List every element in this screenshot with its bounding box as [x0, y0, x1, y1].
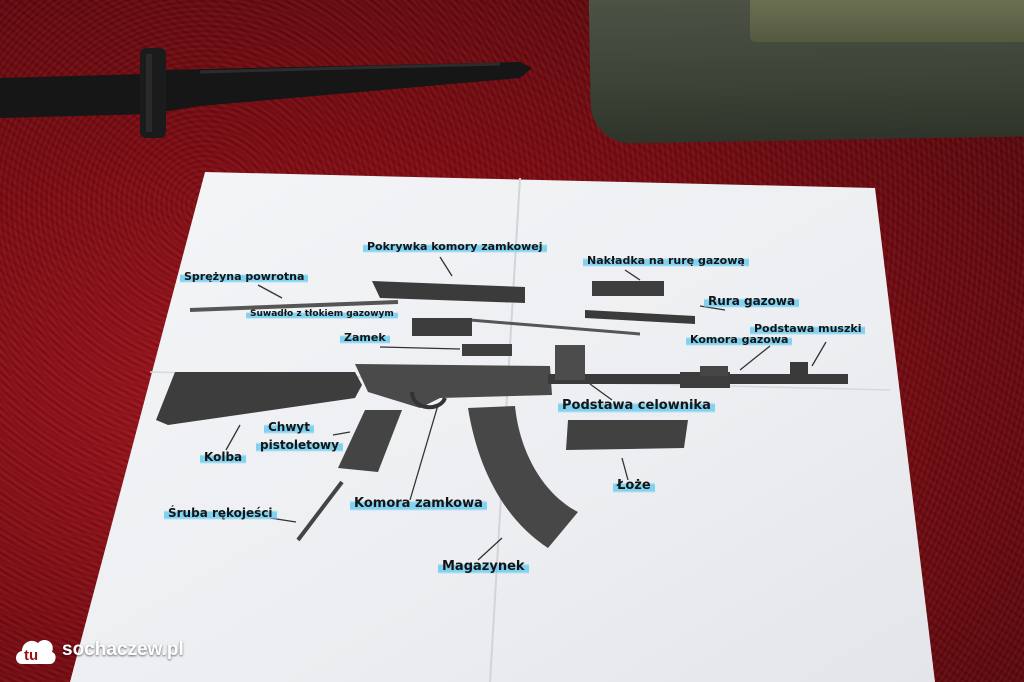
bayonet-scabbard	[0, 48, 532, 138]
label-podstawa-celownika: Podstawa celownika	[558, 398, 715, 413]
label-suwadlo: Suwadło z tłokiem gazowym	[246, 309, 398, 319]
label-pistoletowy: pistoletowy	[256, 438, 343, 452]
label-magazynek: Magazynek	[438, 559, 529, 574]
magazine-part	[468, 406, 578, 548]
label-sruba: Śruba rękojeści	[164, 506, 277, 520]
rear-sight-base	[555, 345, 585, 380]
cloud-logo-icon: tu	[16, 639, 56, 664]
bolt-part	[462, 344, 512, 356]
dust-cover-part	[372, 281, 525, 303]
label-zamek: Zamek	[340, 331, 390, 344]
gas-tube-cover-part	[592, 281, 664, 296]
label-loze: Łoże	[613, 478, 655, 493]
watermark-site: sochaczew.pl	[62, 639, 184, 660]
receiver-part	[355, 364, 552, 408]
watermark: tu sochaczew.pl	[12, 630, 184, 670]
label-pokrywka: Pokrywka komory zamkowej	[363, 240, 547, 253]
bag-strap	[750, 0, 1024, 42]
handguard-part	[566, 420, 688, 450]
label-komora-zamkowa: Komora zamkowa	[350, 496, 487, 511]
label-komora-gazowa: Komora gazowa	[686, 333, 793, 346]
label-naktadka: Nakładka na rurę gazową	[583, 254, 749, 267]
gas-tube-part	[585, 310, 695, 324]
label-rura: Rura gazowa	[704, 294, 800, 308]
label-podstawa-muszki: Podstawa muszki	[750, 322, 866, 335]
label-chwyt: Chwyt	[264, 420, 314, 434]
stock-part	[156, 372, 362, 425]
bolt-carrier-part	[412, 318, 472, 336]
pistol-grip-part	[338, 410, 402, 472]
svg-text:tu: tu	[24, 647, 38, 664]
label-sprezyna: Sprężyna powrotna	[180, 270, 309, 283]
label-kolba: Kolba	[200, 450, 247, 464]
